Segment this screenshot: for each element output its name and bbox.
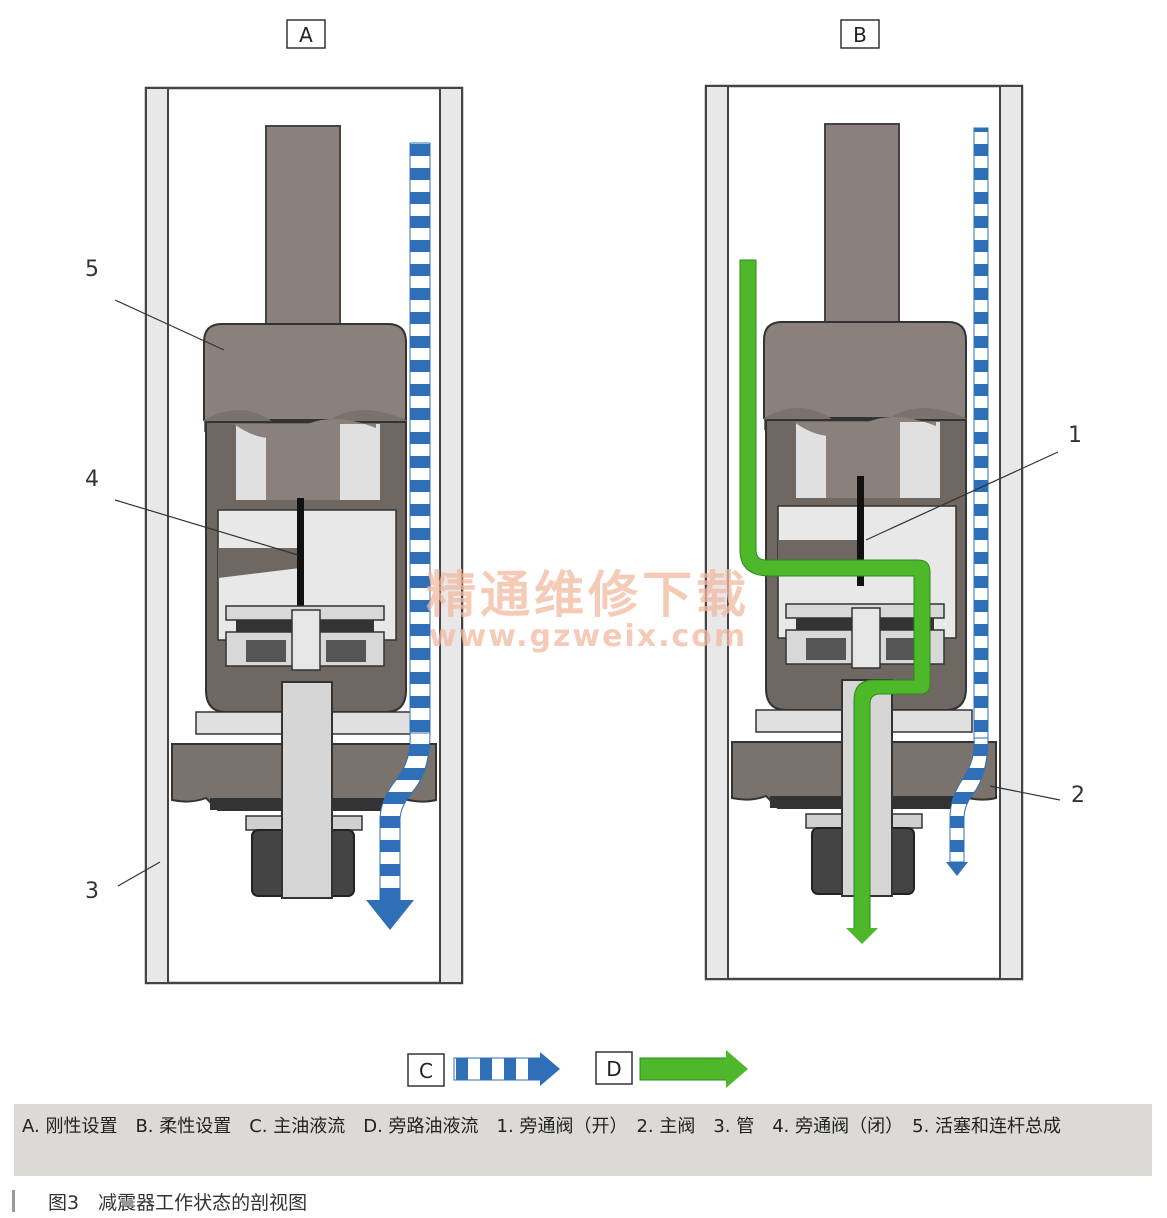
legend-d-swatch <box>639 1057 729 1081</box>
figure-title: 图3 减震器工作状态的剖视图 <box>48 1192 308 1214</box>
leader-line-1 <box>865 451 1059 541</box>
piston-cap-b <box>763 321 967 419</box>
bypass-valve-stem-a <box>297 498 304 608</box>
leader-line-2 <box>989 785 1061 801</box>
watermark: 精通维修下载 www.gzweix.com <box>426 566 750 654</box>
shock-absorber-diagram: A <box>85 19 1085 1088</box>
piston-rod-a <box>265 125 341 329</box>
piston-cap-a <box>203 323 407 421</box>
legend: C D <box>407 1050 748 1088</box>
main-flow-arrow-a <box>366 142 431 930</box>
callout-3: 3 <box>85 879 99 904</box>
bypass-flow-arrow-b <box>739 259 931 931</box>
watermark-title: 精通维修下载 <box>426 566 750 624</box>
piston-rod-b <box>824 123 900 327</box>
panel-b-label: B <box>853 23 867 47</box>
watermark-url: www.gzweix.com <box>429 619 747 654</box>
legend-d-arrowhead <box>726 1050 748 1088</box>
legend-c-arrowhead <box>540 1052 560 1086</box>
legend-c-box <box>407 1053 445 1087</box>
leader-line-3 <box>117 861 161 887</box>
legend-d-label: D <box>606 1057 621 1081</box>
legend-c-label: C <box>419 1059 433 1083</box>
main-flow-arrow-b <box>946 127 989 876</box>
callout-1: 1 <box>1068 423 1082 448</box>
leader-line-4 <box>114 499 299 556</box>
panel-a-label-box <box>286 19 326 49</box>
leader-line-5 <box>114 299 225 351</box>
callout-4: 4 <box>85 467 99 492</box>
bypass-valve-stem-b <box>857 476 864 586</box>
panel-b: B <box>704 19 1085 981</box>
legend-d-box <box>595 1051 633 1085</box>
caption-box: A. 刚性设置 B. 柔性设置 C. 主油液流 D. 旁路油液流 1. 旁通阀（… <box>14 1104 1152 1176</box>
figure-title-marker <box>12 1190 15 1212</box>
callout-2: 2 <box>1071 783 1085 808</box>
caption-text: A. 刚性设置 B. 柔性设置 C. 主油液流 D. 旁路油液流 1. 旁通阀（… <box>22 1116 1062 1137</box>
callout-5: 5 <box>85 257 99 282</box>
panel-a: A <box>85 19 464 985</box>
legend-c-swatch <box>453 1057 541 1081</box>
panel-b-label-box <box>840 19 880 49</box>
tube-a <box>144 86 464 985</box>
tube-b <box>704 84 1024 981</box>
panel-a-label: A <box>299 23 313 47</box>
